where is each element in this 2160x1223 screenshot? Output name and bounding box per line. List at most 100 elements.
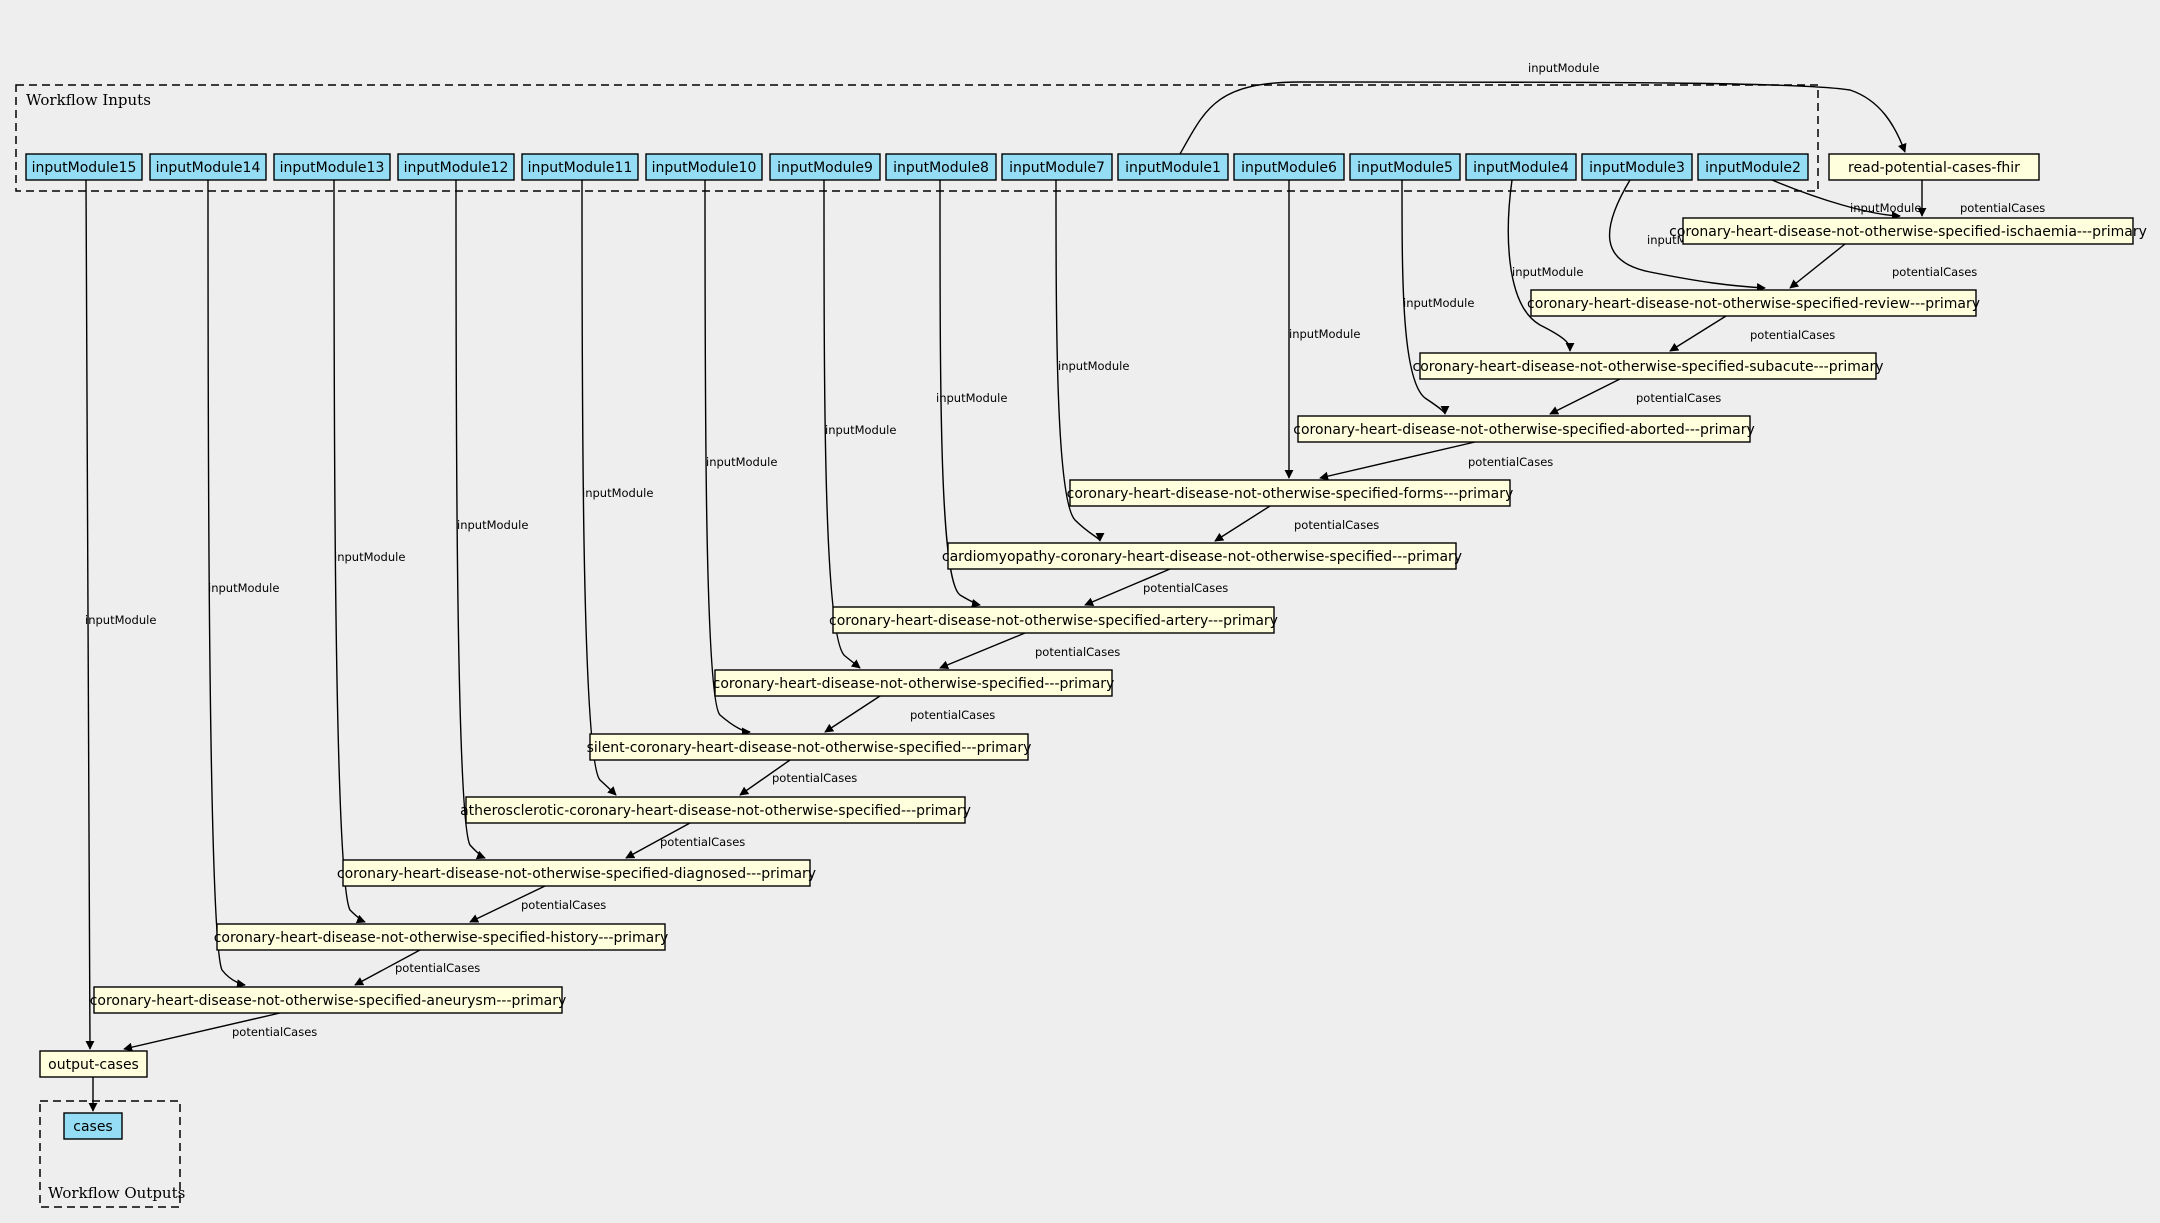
step-node-s12-label: coronary-heart-disease-not-otherwise-spe…: [214, 930, 669, 946]
step-node-s11-label: coronary-heart-disease-not-otherwise-spe…: [337, 866, 816, 882]
input-node-inputmodule14-box: [149, 153, 267, 181]
edge-label-s1-s2: potentialCases: [1892, 265, 1977, 279]
input-node-inputmodule13[interactable]: inputModule13: [273, 153, 391, 181]
edge-label-read-s1: potentialCases: [1960, 201, 2045, 215]
edge-s1-s2: [1789, 243, 1846, 289]
workflow-inputs-cluster: Workflow Inputs: [15, 84, 1819, 192]
input-node-inputmodule10-box: [645, 153, 763, 181]
workflow-outputs-cluster: Workflow Outputs: [39, 1100, 185, 1208]
step-node-s12-box: [216, 923, 666, 951]
step-node-s1[interactable]: coronary-heart-disease-not-otherwise-spe…: [1669, 217, 2147, 245]
step-node-s2[interactable]: coronary-heart-disease-not-otherwise-spe…: [1527, 289, 1980, 317]
step-node-s6[interactable]: cardiomyopathy-coronary-heart-disease-no…: [942, 542, 1462, 570]
edge-label-in6-s5: inputModule: [1289, 327, 1360, 341]
input-node-inputmodule6-box: [1233, 153, 1345, 181]
step-node-s13-box: [93, 986, 563, 1014]
input-node-inputmodule12[interactable]: inputModule12: [397, 153, 515, 181]
input-node-inputmodule6[interactable]: inputModule6: [1233, 153, 1345, 181]
edge-s2-s3: [1669, 315, 1727, 352]
edge-s10-s11: [625, 822, 691, 859]
input-node-inputmodule7-label: inputModule7: [1009, 160, 1105, 176]
step-node-s10[interactable]: atherosclerotic-coronary-heart-disease-n…: [460, 796, 971, 824]
step-node-out[interactable]: output-cases: [39, 1050, 148, 1078]
step-node-s13[interactable]: coronary-heart-disease-not-otherwise-spe…: [90, 986, 567, 1014]
input-node-inputmodule2[interactable]: inputModule2: [1697, 153, 1809, 181]
edge-label-in2-s1: inputModule: [1850, 201, 1921, 215]
edge-s7-s8: [939, 632, 1026, 670]
edge-label-s4-s5: potentialCases: [1468, 455, 1553, 469]
step-node-read-box: [1828, 153, 2040, 181]
input-node-inputmodule15-box: [25, 153, 143, 181]
step-node-s8[interactable]: coronary-heart-disease-not-otherwise-spe…: [713, 669, 1115, 697]
input-node-inputmodule9[interactable]: inputModule9: [769, 153, 881, 181]
step-node-s2-label: coronary-heart-disease-not-otherwise-spe…: [1527, 296, 1980, 312]
input-node-inputmodule10-label: inputModule10: [652, 160, 757, 176]
workflow-outputs-cluster-border: [39, 1100, 181, 1208]
step-node-s9[interactable]: silent-coronary-heart-disease-not-otherw…: [587, 733, 1032, 761]
output-node-cases[interactable]: cases: [63, 1112, 123, 1140]
input-node-inputmodule13-box: [273, 153, 391, 181]
step-node-s11-box: [342, 859, 811, 887]
input-node-inputmodule4[interactable]: inputModule4: [1465, 153, 1577, 181]
edge-label-s9-s10: potentialCases: [772, 771, 857, 785]
input-node-inputmodule12-box: [397, 153, 515, 181]
edge-label-in1-read: inputModule: [1528, 61, 1599, 75]
edge-label-in9-s8: inputModule: [825, 423, 896, 437]
edge-label-s13-out: potentialCases: [232, 1025, 317, 1039]
step-node-s2-box: [1530, 289, 1977, 317]
step-node-s12[interactable]: coronary-heart-disease-not-otherwise-spe…: [214, 923, 669, 951]
input-node-inputmodule4-label: inputModule4: [1473, 160, 1569, 176]
input-node-inputmodule7-box: [1001, 153, 1113, 181]
input-node-inputmodule11-box: [521, 153, 639, 181]
step-node-s4-label: coronary-heart-disease-not-otherwise-spe…: [1293, 422, 1754, 438]
edge-in1-read: [1179, 81, 1907, 155]
workflow-inputs-cluster-border: [15, 84, 1819, 192]
edge-label-s8-s9: potentialCases: [910, 708, 995, 722]
step-node-s11[interactable]: coronary-heart-disease-not-otherwise-spe…: [337, 859, 816, 887]
input-node-inputmodule5[interactable]: inputModule5: [1349, 153, 1461, 181]
output-node-cases-box: [63, 1112, 123, 1140]
edge-s4-s5: [1319, 441, 1476, 481]
step-node-s8-label: coronary-heart-disease-not-otherwise-spe…: [713, 676, 1115, 692]
step-node-s7-label: coronary-heart-disease-not-otherwise-spe…: [829, 613, 1278, 629]
input-node-inputmodule15[interactable]: inputModule15: [25, 153, 143, 181]
edge-label-s10-s11: potentialCases: [660, 835, 745, 849]
step-node-s3[interactable]: coronary-heart-disease-not-otherwise-spe…: [1413, 352, 1884, 380]
input-node-inputmodule1[interactable]: inputModule1: [1117, 153, 1229, 181]
step-node-s1-box: [1682, 217, 2134, 245]
edge-in13-s12: [333, 179, 366, 924]
step-node-s6-label: cardiomyopathy-coronary-heart-disease-no…: [942, 549, 1462, 565]
step-node-out-label: output-cases: [48, 1057, 139, 1073]
input-node-inputmodule10[interactable]: inputModule10: [645, 153, 763, 181]
edge-label-s3-s4: potentialCases: [1636, 391, 1721, 405]
input-node-inputmodule13-label: inputModule13: [280, 160, 385, 176]
input-node-inputmodule11[interactable]: inputModule11: [521, 153, 639, 181]
edge-in11-s10: [581, 179, 617, 796]
step-node-s3-label: coronary-heart-disease-not-otherwise-spe…: [1413, 359, 1884, 375]
step-node-read[interactable]: read-potential-cases-fhir: [1828, 153, 2040, 181]
edge-label-in11-s10: inputModule: [582, 486, 653, 500]
input-node-inputmodule3[interactable]: inputModule3: [1581, 153, 1693, 181]
edge-in15-out: [85, 179, 95, 1050]
edge-label-s6-s7: potentialCases: [1143, 581, 1228, 595]
step-node-s10-box: [465, 796, 966, 824]
edge-in3-s2: [1608, 179, 1766, 293]
step-node-s9-label: silent-coronary-heart-disease-not-otherw…: [587, 740, 1032, 756]
edge-label-s2-s3: potentialCases: [1750, 328, 1835, 342]
input-node-inputmodule14[interactable]: inputModule14: [149, 153, 267, 181]
step-node-s5[interactable]: coronary-heart-disease-not-otherwise-spe…: [1067, 479, 1514, 507]
input-node-inputmodule8[interactable]: inputModule8: [885, 153, 997, 181]
step-node-s9-box: [589, 733, 1029, 761]
step-node-s4[interactable]: coronary-heart-disease-not-otherwise-spe…: [1293, 415, 1755, 443]
input-node-inputmodule7[interactable]: inputModule7: [1001, 153, 1113, 181]
input-node-inputmodule1-label: inputModule1: [1125, 160, 1221, 176]
step-node-s3-box: [1419, 352, 1877, 380]
edge-s11-s12: [469, 885, 546, 923]
edge-label-in14-s13: inputModule: [208, 581, 279, 595]
edge-label-s12-s13: potentialCases: [395, 961, 480, 975]
input-node-inputmodule14-label: inputModule14: [156, 160, 261, 176]
edge-label-in13-s12: inputModule: [334, 550, 405, 564]
step-node-s7[interactable]: coronary-heart-disease-not-otherwise-spe…: [829, 606, 1278, 634]
edge-in14-s13: [207, 179, 246, 989]
input-node-inputmodule8-box: [885, 153, 997, 181]
